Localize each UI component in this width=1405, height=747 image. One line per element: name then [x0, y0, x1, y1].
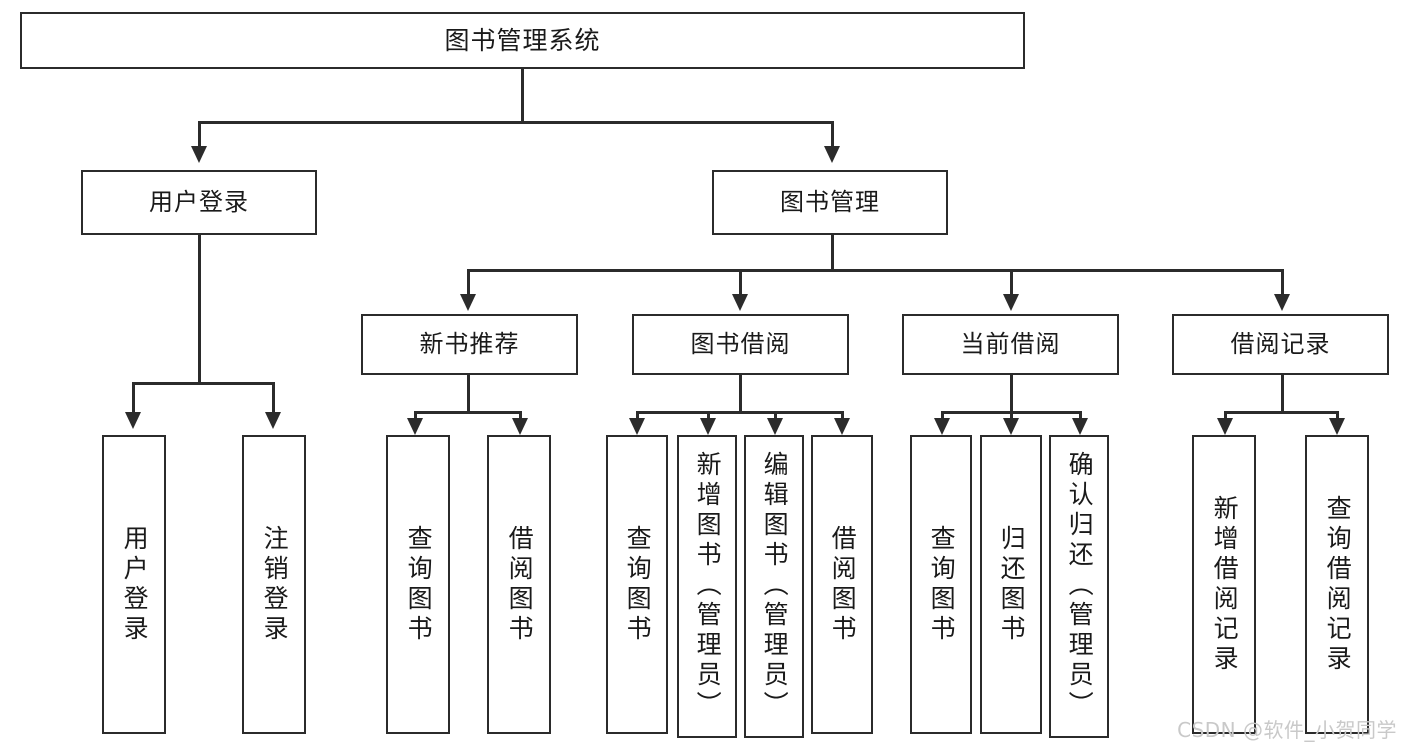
arrow-book-borrow-child-4 — [834, 418, 850, 435]
node-label: 借阅图书 — [505, 524, 535, 645]
arrow-book-management-child-2 — [732, 294, 748, 311]
arrow-current-borrow-child-2 — [1003, 418, 1019, 435]
arrow-new-book-recommend-child-1 — [407, 418, 423, 435]
connector-book-management-child-3 — [1010, 269, 1013, 294]
arrow-borrow-record-child-2 — [1329, 418, 1345, 435]
node-label: 用户登录 — [120, 524, 150, 645]
node-label: 当前借阅 — [960, 330, 1061, 359]
connector-book-borrow-stem — [739, 375, 742, 411]
connector-root-to-user-login — [198, 121, 201, 146]
arrow-book-borrow-child-3 — [767, 418, 783, 435]
leaf-current-borrow-query-book[interactable]: 查询图书 — [910, 435, 972, 734]
connector-borrow-record-child-2 — [1336, 411, 1339, 421]
arrow-book-management-child-1 — [460, 294, 476, 311]
arrow-book-borrow-child-2 — [700, 418, 716, 435]
arrow-current-borrow-child-3 — [1072, 418, 1088, 435]
node-label: 编辑图书（管理员） — [760, 451, 790, 721]
node-label: 查询图书 — [623, 524, 653, 645]
connector-book-borrow-child-2 — [707, 411, 710, 421]
node-book-management[interactable]: 图书管理 — [712, 170, 948, 235]
arrow-current-borrow-child-1 — [934, 418, 950, 435]
leaf-borrow-record-query-record[interactable]: 查询借阅记录 — [1305, 435, 1369, 734]
leaf-book-borrow-add-book-admin[interactable]: 新增图书（管理员） — [677, 435, 737, 738]
node-root-book-management-system[interactable]: 图书管理系统 — [20, 12, 1025, 69]
node-label: 图书管理系统 — [444, 25, 601, 55]
node-label: 借阅记录 — [1230, 330, 1331, 359]
node-label: 用户登录 — [149, 188, 249, 217]
csdn-watermark: CSDN @软件_小贺同学 — [1177, 718, 1397, 742]
node-label: 查询借阅记录 — [1323, 494, 1353, 675]
node-new-book-recommend[interactable]: 新书推荐 — [361, 314, 578, 375]
connector-new-book-recommend-stem — [467, 375, 470, 411]
connector-new-book-recommend-child-2 — [519, 411, 522, 421]
connector-borrow-record-bar — [1224, 411, 1338, 414]
connector-book-borrow-child-3 — [774, 411, 777, 421]
leaf-book-borrow-query-book[interactable]: 查询图书 — [606, 435, 668, 734]
leaf-current-borrow-return-book[interactable]: 归还图书 — [980, 435, 1042, 734]
connector-new-book-recommend-bar — [414, 411, 522, 414]
node-label: 图书借阅 — [690, 330, 791, 359]
connector-borrow-record-child-1 — [1224, 411, 1227, 421]
leaf-new-book-borrow-book[interactable]: 借阅图书 — [487, 435, 551, 734]
node-label: 新增图书（管理员） — [693, 451, 723, 721]
arrow-root-to-user-login — [191, 146, 207, 163]
arrow-root-to-book-management — [824, 146, 840, 163]
connector-book-borrow-child-4 — [841, 411, 844, 421]
connector-book-management-child-4 — [1281, 269, 1284, 294]
connector-book-management-child-1 — [467, 269, 470, 294]
arrow-book-borrow-child-1 — [629, 418, 645, 435]
arrow-user-login-child-2 — [265, 412, 281, 429]
connector-current-borrow-child-2 — [1010, 411, 1013, 421]
node-label: 注销登录 — [260, 524, 290, 645]
arrow-book-management-child-4 — [1274, 294, 1290, 311]
connector-user-login-stem — [198, 235, 201, 382]
connector-new-book-recommend-child-1 — [414, 411, 417, 421]
node-label: 新书推荐 — [419, 330, 520, 359]
connector-user-login-child-2 — [272, 382, 275, 412]
node-borrow-record[interactable]: 借阅记录 — [1172, 314, 1389, 375]
connector-book-borrow-bar — [636, 411, 843, 414]
leaf-book-borrow-edit-book-admin[interactable]: 编辑图书（管理员） — [744, 435, 804, 738]
connector-book-management-stem — [831, 235, 834, 269]
leaf-borrow-record-add-record[interactable]: 新增借阅记录 — [1192, 435, 1256, 734]
node-label: 查询图书 — [927, 524, 957, 645]
connector-root-to-book-management — [831, 121, 834, 146]
leaf-new-book-query-book[interactable]: 查询图书 — [386, 435, 450, 734]
arrow-new-book-recommend-child-2 — [512, 418, 528, 435]
node-label: 借阅图书 — [828, 524, 858, 645]
node-label: 归还图书 — [997, 524, 1027, 645]
node-current-borrow[interactable]: 当前借阅 — [902, 314, 1119, 375]
connector-borrow-record-stem — [1281, 375, 1284, 411]
arrow-user-login-child-1 — [125, 412, 141, 429]
node-label: 查询图书 — [404, 524, 434, 645]
node-label: 新增借阅记录 — [1210, 494, 1240, 675]
connector-book-borrow-child-1 — [636, 411, 639, 421]
connector-user-login-bar — [132, 382, 272, 385]
connector-book-management-bar — [467, 269, 1281, 272]
node-user-login[interactable]: 用户登录 — [81, 170, 317, 235]
connector-root-bar — [198, 121, 834, 124]
node-label: 图书管理 — [780, 188, 880, 217]
connector-current-borrow-stem — [1010, 375, 1013, 411]
leaf-book-borrow-borrow-book[interactable]: 借阅图书 — [811, 435, 873, 734]
arrow-book-management-child-3 — [1003, 294, 1019, 311]
leaf-current-borrow-confirm-return-admin[interactable]: 确认归还（管理员） — [1049, 435, 1109, 738]
node-label: 确认归还（管理员） — [1065, 451, 1095, 721]
connector-current-borrow-child-1 — [941, 411, 944, 421]
leaf-user-login-login[interactable]: 用户登录 — [102, 435, 166, 734]
node-book-borrow[interactable]: 图书借阅 — [632, 314, 849, 375]
arrow-borrow-record-child-1 — [1217, 418, 1233, 435]
connector-user-login-child-1 — [132, 382, 135, 412]
connector-current-borrow-child-3 — [1079, 411, 1082, 421]
connector-root-stem — [521, 69, 524, 121]
connector-book-management-child-2 — [739, 269, 742, 294]
leaf-user-login-logout[interactable]: 注销登录 — [242, 435, 306, 734]
